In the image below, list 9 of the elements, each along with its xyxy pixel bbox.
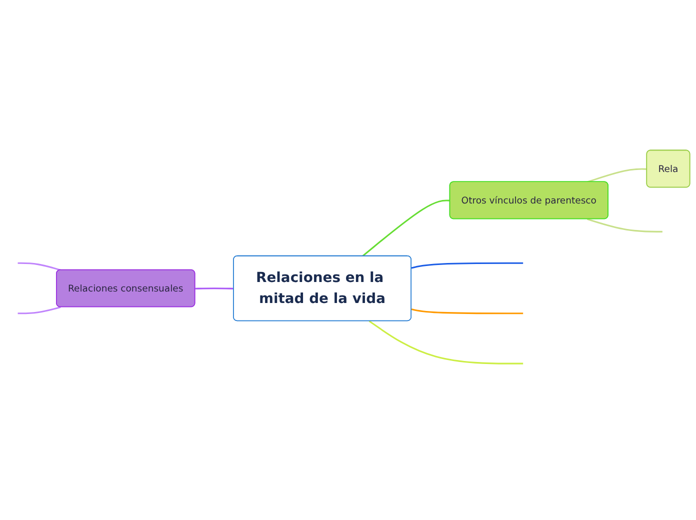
connector xyxy=(362,200,450,258)
connector xyxy=(195,288,234,290)
connector xyxy=(411,262,524,269)
connector xyxy=(587,168,648,183)
connector xyxy=(587,218,662,233)
connector xyxy=(18,262,61,272)
connector xyxy=(18,306,61,314)
connector xyxy=(368,320,524,365)
connector xyxy=(411,308,524,314)
